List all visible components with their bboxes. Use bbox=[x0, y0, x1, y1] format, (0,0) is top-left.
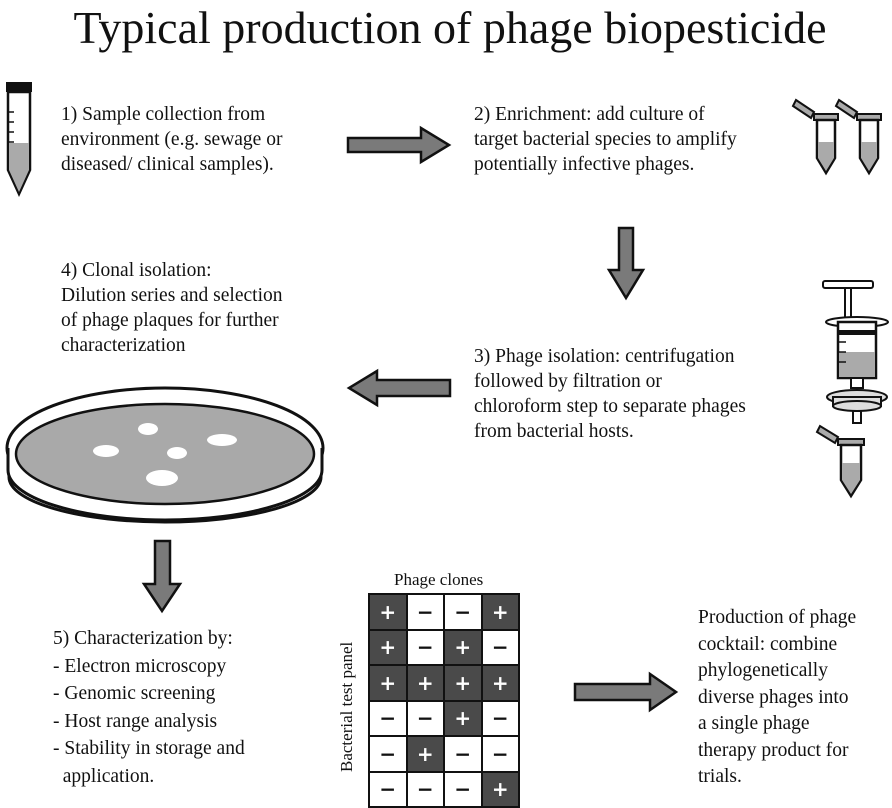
matrix-cell: + bbox=[443, 699, 483, 737]
step4-line: 4) Clonal isolation: bbox=[61, 260, 212, 281]
step3-text: 3) Phage isolation: centrifugation follo… bbox=[474, 344, 746, 444]
arrow-step2-to-step3 bbox=[606, 226, 646, 301]
arrow-matrix-to-cocktail bbox=[573, 671, 679, 713]
arrow-step1-to-step2 bbox=[346, 125, 452, 165]
sample-tube-icon bbox=[6, 82, 32, 198]
matrix-row: −+−− bbox=[368, 735, 520, 773]
matrix-cell: − bbox=[368, 699, 408, 737]
step5-line: application. bbox=[53, 765, 155, 787]
step5-line: - Host range analysis bbox=[53, 710, 218, 732]
matrix-cell: − bbox=[368, 735, 408, 773]
step5-line: - Genomic screening bbox=[53, 683, 216, 705]
step1-text: 1) Sample collection from environment (e… bbox=[61, 102, 282, 177]
matrix-cell: + bbox=[443, 628, 483, 666]
matrix-cell: + bbox=[480, 593, 520, 631]
step3-line: from bacterial hosts. bbox=[474, 421, 634, 442]
step3-line: chloroform step to separate phages bbox=[474, 396, 746, 417]
host-range-matrix: +−−++−+−++++−−+−−+−−−−−+ bbox=[368, 593, 520, 808]
step2-line: 2) Enrichment: add culture of bbox=[474, 104, 705, 125]
cocktail-line: cocktail: combine bbox=[698, 633, 838, 655]
arrow-step4-to-step5 bbox=[141, 539, 183, 614]
matrix-row: −−−+ bbox=[368, 770, 520, 808]
step2-line: target bacterial species to amplify bbox=[474, 129, 737, 150]
cocktail-line: Production of phage bbox=[698, 607, 857, 628]
matrix-body: +−−++−+−++++−−+−−+−−−−−+ bbox=[368, 593, 520, 808]
matrix-cell: + bbox=[480, 770, 520, 808]
step2-line: potentially infective phages. bbox=[474, 154, 695, 175]
matrix-cell: − bbox=[405, 770, 445, 808]
cocktail-line: a single phage bbox=[698, 713, 810, 734]
step5-line: - Stability in storage and bbox=[53, 738, 245, 760]
matrix-cell: + bbox=[443, 664, 483, 702]
matrix-cell: − bbox=[405, 593, 445, 631]
step2-text: 2) Enrichment: add culture of target bac… bbox=[474, 102, 737, 177]
matrix-cell: + bbox=[405, 664, 445, 702]
step5-text: 5) Characterization by: - Electron micro… bbox=[53, 625, 245, 791]
diagram-title: Typical production of phage biopesticide bbox=[73, 2, 827, 53]
syringe-filter-icon bbox=[822, 280, 889, 424]
matrix-cell: − bbox=[443, 770, 483, 808]
step1-line: environment (e.g. sewage or bbox=[61, 129, 283, 150]
step4-line: of phage plaques for further bbox=[61, 310, 279, 331]
cocktail-line: trials. bbox=[698, 766, 742, 787]
matrix-row: +−+− bbox=[368, 628, 520, 666]
matrix-row: −−+− bbox=[368, 699, 520, 737]
step3-line: followed by filtration or bbox=[474, 371, 662, 392]
matrix-cell: + bbox=[405, 735, 445, 773]
collection-microtube-icon bbox=[815, 424, 865, 499]
enrichment-microtubes-icon bbox=[791, 98, 882, 176]
step3-line: 3) Phage isolation: centrifugation bbox=[474, 346, 735, 367]
matrix-cell: − bbox=[405, 699, 445, 737]
matrix-cell: − bbox=[405, 628, 445, 666]
matrix-cell: − bbox=[368, 770, 408, 808]
matrix-cell: − bbox=[443, 735, 483, 773]
bacterial-test-panel-label: Bacterial test panel bbox=[337, 641, 356, 772]
matrix-cell: − bbox=[480, 628, 520, 666]
matrix-cell: + bbox=[368, 593, 408, 631]
matrix-cell: − bbox=[480, 699, 520, 737]
step4-line: Dilution series and selection bbox=[61, 285, 283, 306]
matrix-cell: − bbox=[443, 593, 483, 631]
petri-dish-icon bbox=[5, 386, 325, 524]
cocktail-line: diverse phages into bbox=[698, 686, 849, 708]
matrix-cell: + bbox=[368, 628, 408, 666]
step4-text: 4) Clonal isolation: Dilution series and… bbox=[61, 258, 283, 358]
step1-line: 1) Sample collection from bbox=[61, 104, 266, 125]
cocktail-line: therapy product for bbox=[698, 739, 849, 761]
matrix-cell: + bbox=[368, 664, 408, 702]
step5-line: 5) Characterization by: bbox=[53, 628, 233, 649]
step5-line: - Electron microscopy bbox=[53, 655, 227, 677]
cocktail-text: Production of phage cocktail: combine ph… bbox=[698, 605, 856, 791]
step4-line: characterization bbox=[61, 335, 186, 356]
arrow-step3-to-step4 bbox=[346, 368, 452, 408]
matrix-row: ++++ bbox=[368, 664, 520, 702]
matrix-cell: − bbox=[480, 735, 520, 773]
matrix-row: +−−+ bbox=[368, 593, 520, 631]
step1-line: diseased/ clinical samples). bbox=[61, 154, 274, 175]
phage-clones-label: Phage clones bbox=[394, 570, 484, 589]
matrix-cell: + bbox=[480, 664, 520, 702]
cocktail-line: phylogenetically bbox=[698, 660, 828, 681]
